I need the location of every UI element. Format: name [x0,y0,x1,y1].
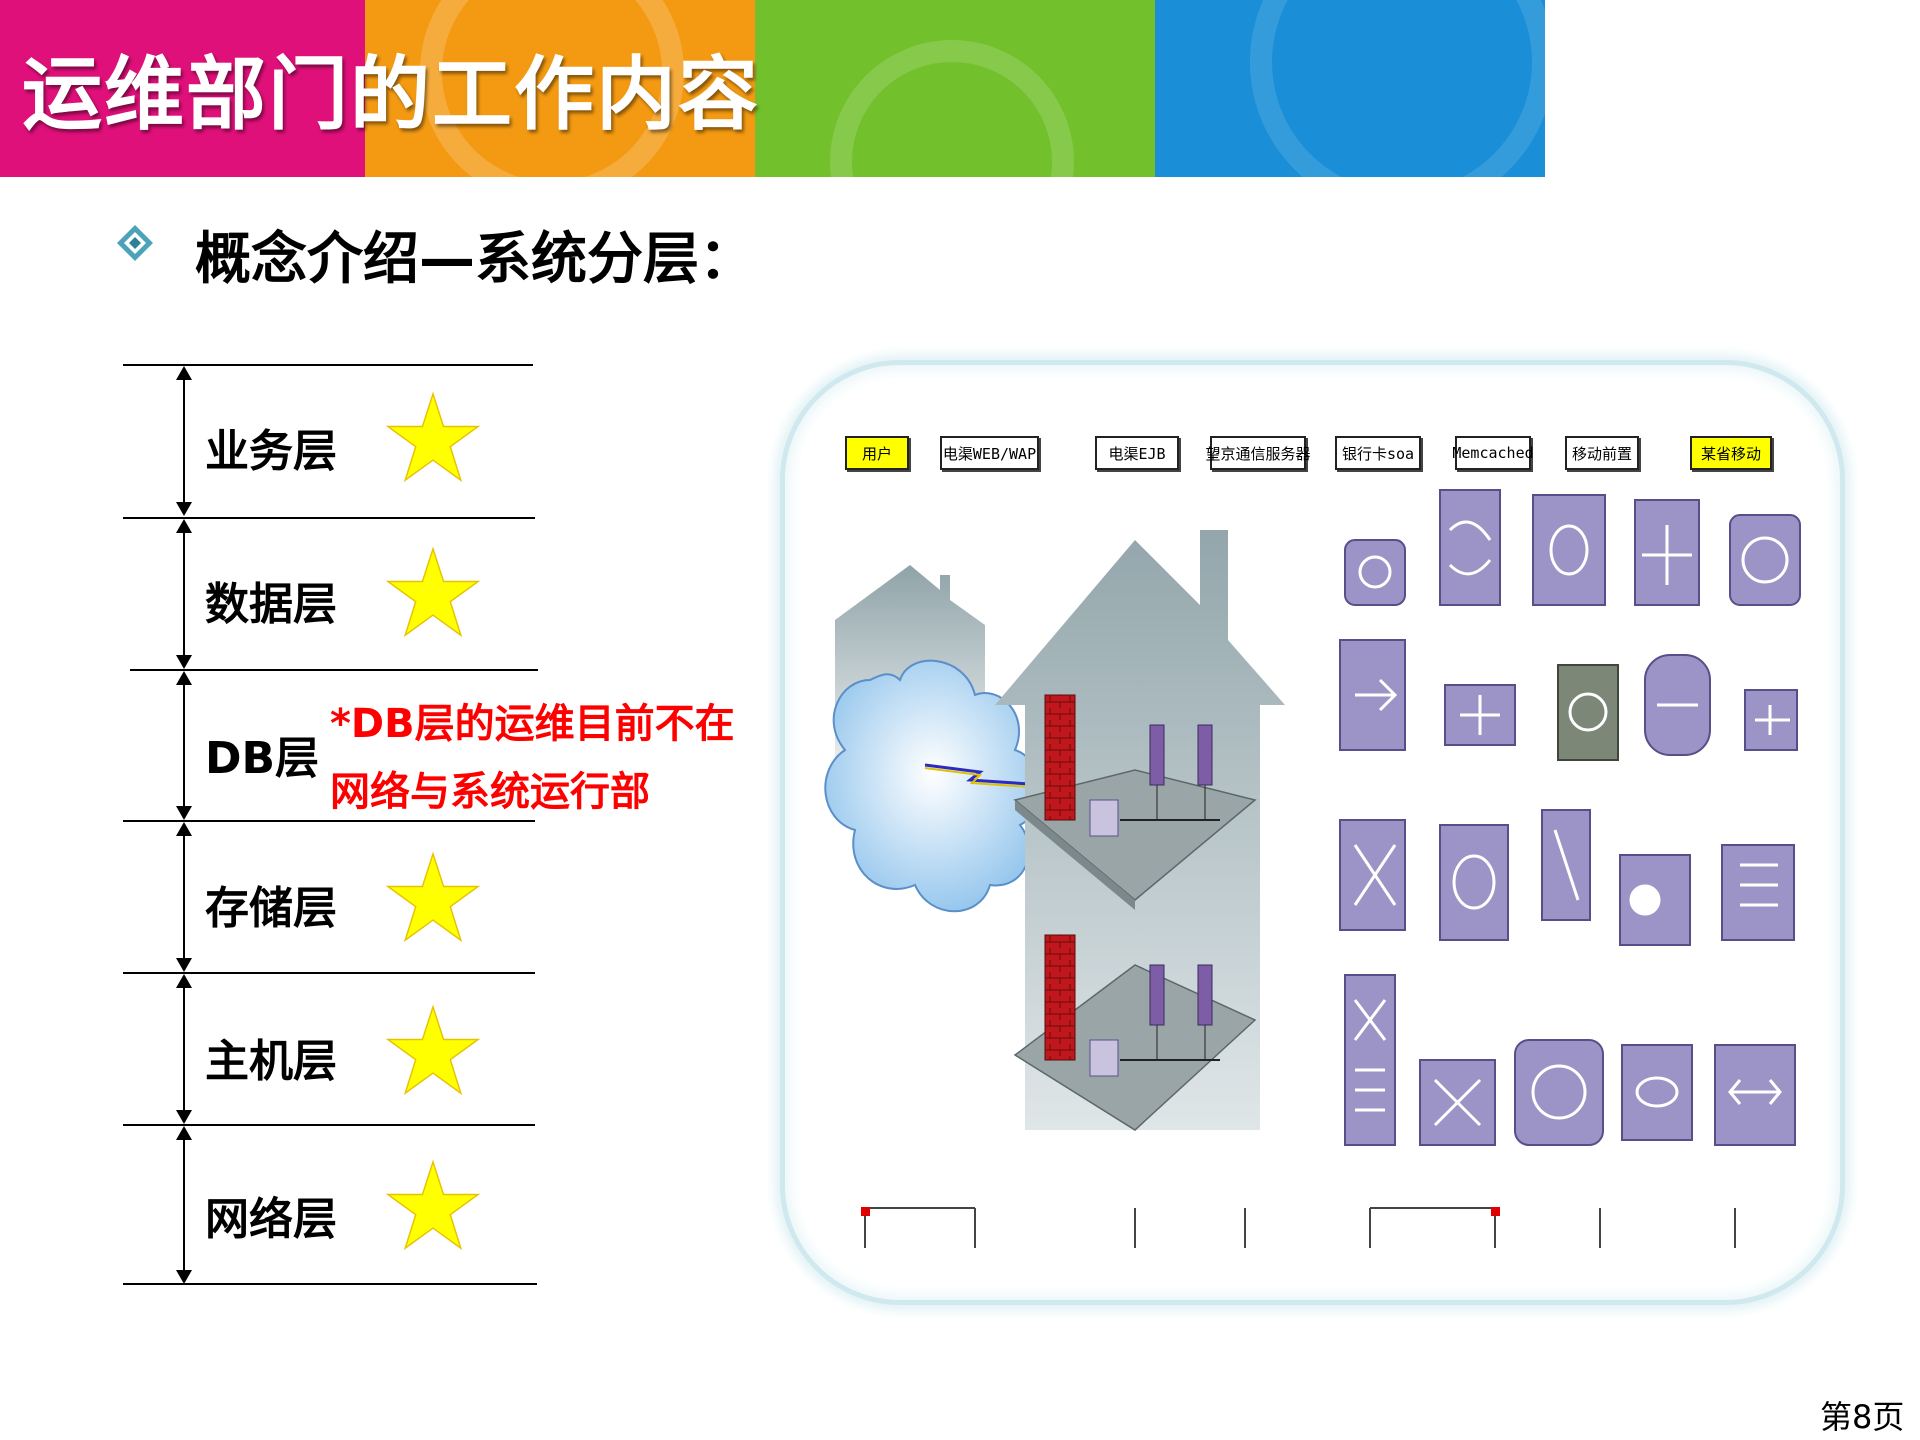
layer-arrow-line [183,525,185,659]
diagram-label-bankcard: 银行卡soa [1335,436,1421,470]
layer-label-host: 主机层 [205,1036,337,1087]
layer-label-business: 业务层 [205,426,337,477]
arrow-up-icon [176,671,192,685]
layer-label-db: DB层 [205,733,320,784]
arrow-up-icon [176,519,192,533]
layer-label-data: 数据层 [205,579,337,630]
slide-title: 运维部门的工作内容 [22,48,760,141]
floor-upper [1013,694,1257,910]
red-marker [861,1207,870,1216]
floor-lower [1013,934,1257,1131]
arrow-down-icon [176,806,192,820]
arrow-down-icon [176,958,192,972]
layer-arrow-line [183,980,185,1114]
diagram-label-ejb: 电渠EJB [1095,436,1179,470]
arrow-up-icon [176,974,192,988]
layer-divider [123,517,535,519]
diamond-bullet-icon [117,225,153,261]
title-banner: 运维部门的工作内容 [0,0,1545,177]
layer-divider [123,364,533,366]
device-icon-grid [1339,489,1801,1146]
layer-label-network: 网络层 [205,1194,337,1245]
layer-divider [123,1283,537,1285]
layer-arrow-line [183,677,185,811]
layer-arrow-line [183,828,185,962]
arrow-up-icon [176,366,192,380]
diagram-label-comm-server: 望京通信服务器 [1206,436,1311,470]
star-icon [385,391,481,483]
arrow-down-icon [176,502,192,516]
layer-arrow-line [183,372,185,506]
star-icon [385,1159,481,1251]
diagram-label-web: 电渠WEB/WAP [940,436,1039,470]
link-line [924,763,1046,787]
note-line-1: *DB层的运维目前不在 [330,701,735,747]
diagram-label-user: 用户 [845,436,909,470]
star-icon [385,1004,481,1096]
arrow-up-icon [176,1126,192,1140]
banner-swirl [1250,0,1545,177]
layer-divider [123,972,535,974]
banner-band-magenta [0,0,365,177]
arrow-down-icon [176,1110,192,1124]
diagram-label-memcached: Memcached [1452,436,1534,470]
arrow-down-icon [176,1270,192,1284]
note-line-2: 网络与系统运行部 [330,769,650,815]
arrow-down-icon [176,655,192,669]
db-layer-note: *DB层的运维目前不在 网络与系统运行部 [330,690,735,826]
layer-divider [130,669,538,671]
star-icon [385,851,481,943]
layer-label-storage: 存储层 [205,883,337,934]
page-number: 第8页 [1820,1398,1905,1436]
network-diagram [824,489,1801,1248]
layer-divider [123,1124,535,1126]
diagram-label-province-mobile: 某省移动 [1690,436,1772,470]
bottom-tick-marks [864,1207,1736,1248]
arrow-up-icon [176,822,192,836]
layer-divider [123,820,535,822]
diagram-label-mobile-front: 移动前置 [1565,436,1639,470]
cloud-icon [824,659,1042,913]
red-marker [1491,1207,1500,1216]
device-icon-glyphs [1353,520,1790,1127]
star-icon [385,546,481,638]
subtitle: 概念介绍—系统分层： [195,227,755,292]
layer-arrow-line [183,1132,185,1274]
